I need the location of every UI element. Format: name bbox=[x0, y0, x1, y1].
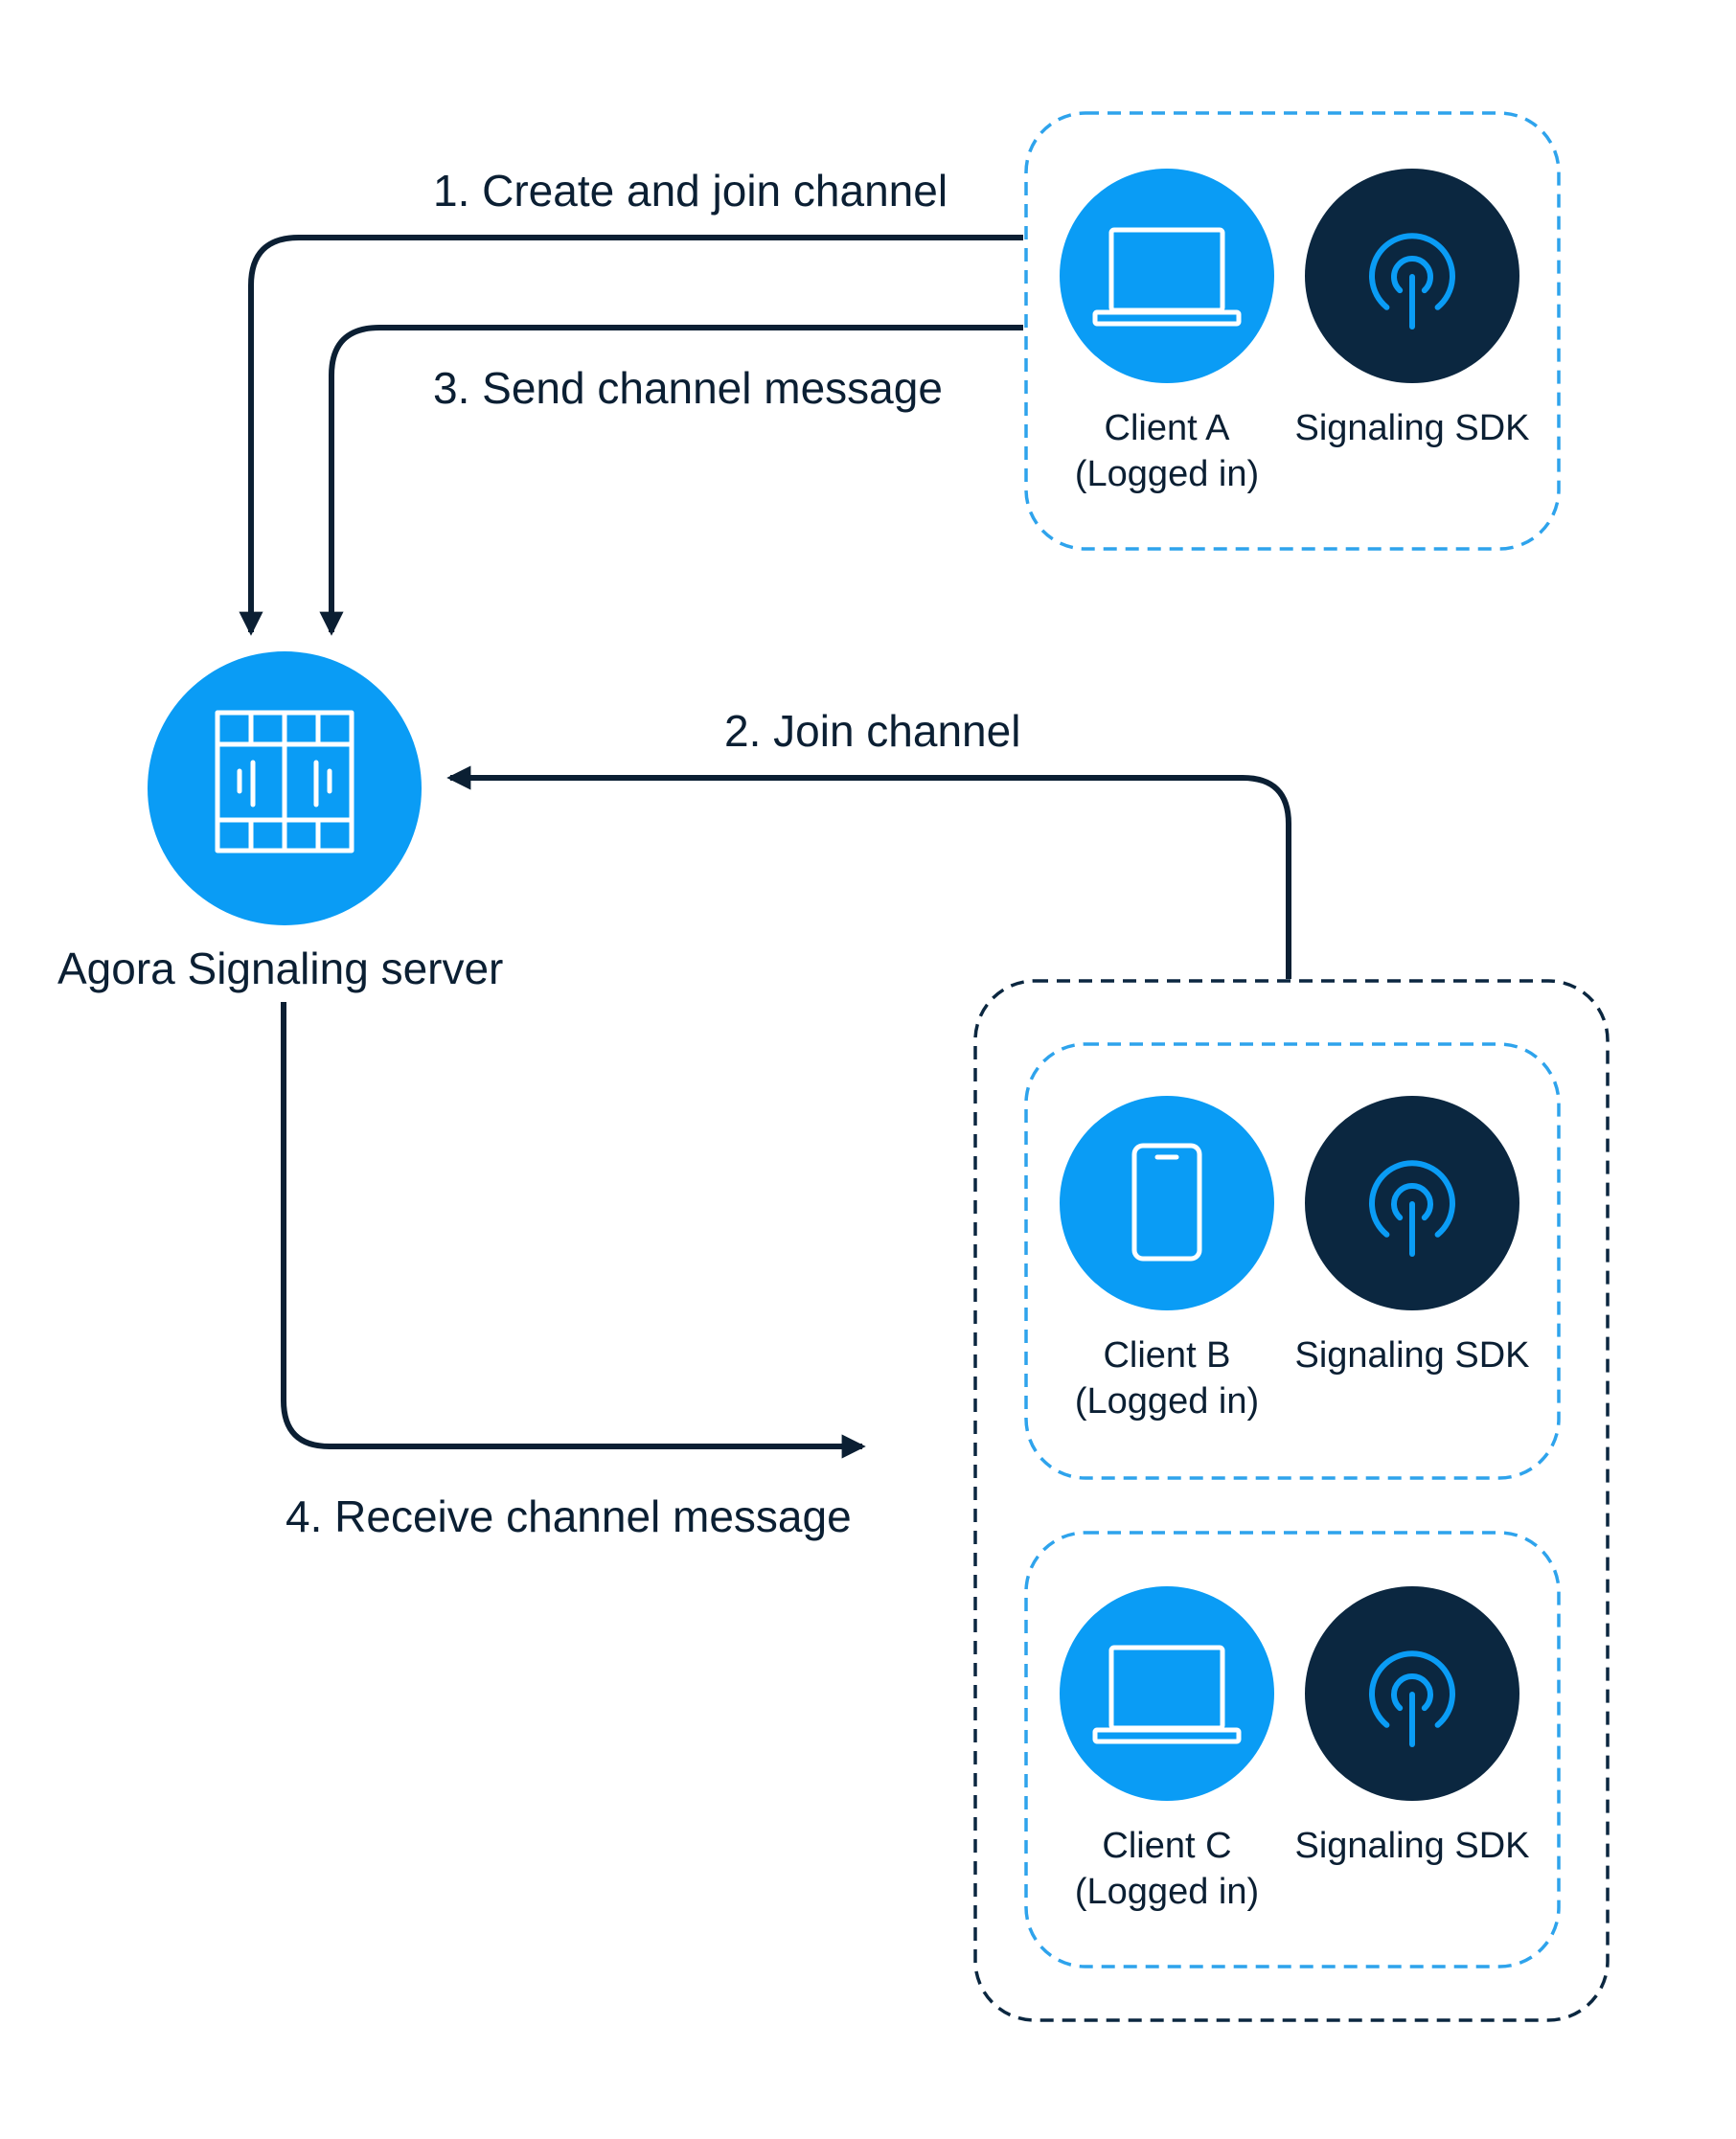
arrow-create-join-channel bbox=[239, 235, 1023, 636]
step-2-label: 2. Join channel bbox=[724, 706, 1021, 756]
phone-icon bbox=[1131, 1143, 1202, 1262]
client-b-caption: Client B (Logged in) bbox=[1042, 1333, 1291, 1424]
client-a-sdk-node bbox=[1305, 169, 1519, 383]
channel-members-group-box bbox=[973, 979, 1610, 2022]
arrow-send-channel-message bbox=[319, 325, 1023, 636]
client-b-node bbox=[1060, 1096, 1274, 1310]
client-c-sdk-caption: Signaling SDK bbox=[1294, 1826, 1530, 1866]
step-1-label: 1. Create and join channel bbox=[433, 166, 948, 216]
client-name: Client A bbox=[1104, 408, 1230, 448]
signal-antenna-icon bbox=[1369, 1650, 1455, 1747]
step-3-label: 3. Send channel message bbox=[433, 363, 943, 413]
laptop-icon bbox=[1092, 227, 1242, 327]
step-4-label: 4. Receive channel message bbox=[286, 1491, 852, 1541]
arrow-receive-channel-message bbox=[281, 1002, 866, 1459]
client-b-group-box bbox=[1024, 1042, 1561, 1480]
server-rack-icon bbox=[215, 710, 354, 853]
client-a-sdk-caption: Signaling SDK bbox=[1294, 408, 1530, 448]
client-b-circle bbox=[1060, 1096, 1274, 1310]
client-c-caption: Client C (Logged in) bbox=[1042, 1824, 1291, 1915]
client-name: Client B bbox=[1103, 1335, 1231, 1376]
arrow-join-channel bbox=[446, 765, 1291, 979]
signal-antenna-icon bbox=[1369, 1160, 1455, 1257]
server-node bbox=[148, 651, 422, 925]
signal-antenna-icon bbox=[1369, 233, 1455, 330]
client-status: (Logged in) bbox=[1074, 1871, 1260, 1912]
client-b-sdk-caption: Signaling SDK bbox=[1294, 1335, 1530, 1376]
client-c-circle bbox=[1060, 1586, 1274, 1801]
client-c-group-box bbox=[1024, 1531, 1561, 1968]
laptop-icon bbox=[1092, 1645, 1242, 1744]
client-a-group-box bbox=[1024, 111, 1561, 551]
client-a-circle bbox=[1060, 169, 1274, 383]
client-c-sdk-node bbox=[1305, 1586, 1519, 1801]
client-a-caption: Client A (Logged in) bbox=[1042, 406, 1291, 497]
client-status: (Logged in) bbox=[1074, 453, 1260, 494]
client-name: Client C bbox=[1102, 1826, 1232, 1866]
client-status: (Logged in) bbox=[1074, 1380, 1260, 1422]
client-a-node bbox=[1060, 169, 1274, 383]
client-c-node bbox=[1060, 1586, 1274, 1801]
server-label: Agora Signaling server bbox=[57, 944, 504, 993]
client-b-sdk-node bbox=[1305, 1096, 1519, 1310]
